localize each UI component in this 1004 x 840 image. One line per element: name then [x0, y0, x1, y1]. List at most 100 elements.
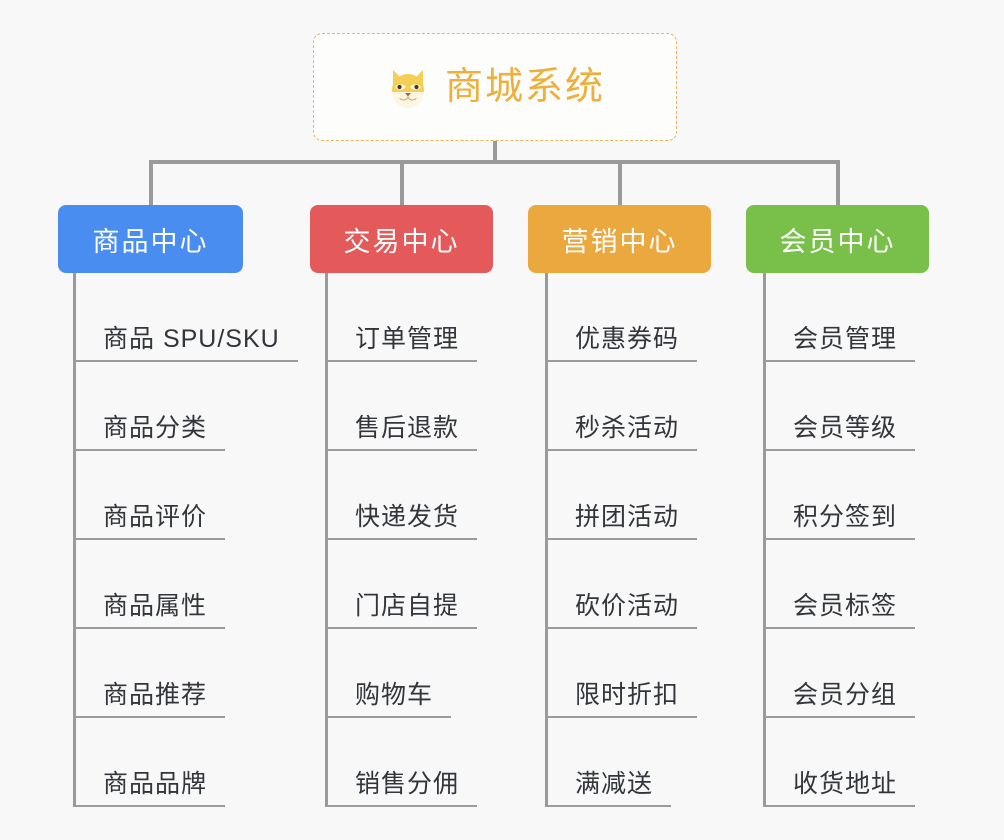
leaf-item-underline: 秒杀活动 — [545, 413, 698, 451]
leaf-item-label: 秒杀活动 — [575, 414, 680, 442]
leaf-item-label: 商品分类 — [103, 414, 208, 442]
leaf-item-underline: 积分签到 — [763, 502, 916, 540]
root-node[interactable]: 商城系统 — [313, 33, 677, 141]
leaf-item[interactable]: 商品评价 — [58, 451, 243, 540]
category-header-trade-center[interactable]: 交易中心 — [310, 205, 493, 273]
connector-horizontal-bus — [150, 160, 840, 164]
leaf-item-underline: 商品评价 — [73, 502, 226, 540]
leaf-item[interactable]: 售后退款 — [310, 362, 493, 451]
leaf-item[interactable]: 优惠券码 — [528, 273, 711, 362]
leaf-item-label: 购物车 — [355, 681, 434, 709]
leaf-item[interactable]: 拼团活动 — [528, 451, 711, 540]
leaf-item-label: 商品评价 — [103, 503, 208, 531]
leaf-item-underline: 会员分组 — [763, 680, 916, 718]
leaf-item[interactable]: 积分签到 — [746, 451, 929, 540]
leaf-item-label: 会员标签 — [793, 592, 898, 620]
connector-drop-member-center — [835, 160, 840, 205]
leaf-item-label: 商品属性 — [103, 592, 208, 620]
connector-spine-product-center — [73, 273, 76, 807]
leaf-list-marketing-center: 优惠券码秒杀活动拼团活动砍价活动限时折扣满减送 — [528, 273, 711, 807]
connector-drop-product-center — [148, 160, 153, 205]
leaf-item[interactable]: 会员分组 — [746, 629, 929, 718]
leaf-item-underline: 会员标签 — [763, 591, 916, 629]
leaf-item[interactable]: 快递发货 — [310, 451, 493, 540]
leaf-item-label: 商品 SPU/SKU — [103, 325, 280, 353]
category-header-label: 商品中心 — [92, 226, 209, 257]
leaf-item-label: 满减送 — [575, 770, 654, 798]
leaf-item[interactable]: 商品属性 — [58, 540, 243, 629]
connector-spine-marketing-center — [545, 273, 548, 807]
category-header-product-center[interactable]: 商品中心 — [58, 205, 243, 273]
leaf-item-underline: 销售分佣 — [325, 769, 478, 807]
leaf-item-underline: 拼团活动 — [545, 502, 698, 540]
connector-spine-member-center — [763, 273, 766, 807]
leaf-item[interactable]: 收货地址 — [746, 718, 929, 807]
leaf-item[interactable]: 会员等级 — [746, 362, 929, 451]
leaf-list-member-center: 会员管理会员等级积分签到会员标签会员分组收货地址 — [746, 273, 929, 807]
leaf-item[interactable]: 销售分佣 — [310, 718, 493, 807]
leaf-item[interactable]: 砍价活动 — [528, 540, 711, 629]
leaf-item-label: 订单管理 — [355, 325, 460, 353]
leaf-item[interactable]: 订单管理 — [310, 273, 493, 362]
leaf-item-underline: 商品 SPU/SKU — [73, 324, 298, 362]
leaf-item-label: 收货地址 — [793, 770, 898, 798]
leaf-item-underline: 满减送 — [545, 769, 672, 807]
leaf-item[interactable]: 秒杀活动 — [528, 362, 711, 451]
connector-root-stem — [493, 141, 497, 163]
leaf-item-label: 会员分组 — [793, 681, 898, 709]
leaf-item-underline: 砍价活动 — [545, 591, 698, 629]
leaf-item-label: 售后退款 — [355, 414, 460, 442]
leaf-item-underline: 收货地址 — [763, 769, 916, 807]
leaf-item-underline: 商品属性 — [73, 591, 226, 629]
leaf-item-underline: 售后退款 — [325, 413, 478, 451]
leaf-item[interactable]: 购物车 — [310, 629, 493, 718]
leaf-list-product-center: 商品 SPU/SKU 商品分类商品评价商品属性商品推荐商品品牌 — [58, 273, 298, 807]
leaf-item-underline: 限时折扣 — [545, 680, 698, 718]
leaf-item[interactable]: 门店自提 — [310, 540, 493, 629]
leaf-item[interactable]: 满减送 — [528, 718, 711, 807]
leaf-item[interactable]: 会员标签 — [746, 540, 929, 629]
leaf-item-label: 会员等级 — [793, 414, 898, 442]
leaf-item[interactable]: 限时折扣 — [528, 629, 711, 718]
column-trade-center: 交易中心订单管理售后退款快递发货门店自提购物车销售分佣 — [310, 205, 493, 807]
leaf-item-label: 门店自提 — [355, 592, 460, 620]
column-marketing-center: 营销中心优惠券码秒杀活动拼团活动砍价活动限时折扣满减送 — [528, 205, 711, 807]
category-header-label: 会员中心 — [779, 226, 896, 257]
leaf-item[interactable]: 商品推荐 — [58, 629, 243, 718]
leaf-item-underline: 门店自提 — [325, 591, 478, 629]
leaf-item-label: 积分签到 — [793, 503, 898, 531]
leaf-item[interactable]: 商品 SPU/SKU — [58, 273, 298, 362]
leaf-item-label: 优惠券码 — [575, 325, 680, 353]
leaf-item-label: 拼团活动 — [575, 503, 680, 531]
leaf-item-label: 砍价活动 — [575, 592, 680, 620]
root-title: 商城系统 — [444, 66, 605, 108]
category-header-label: 交易中心 — [343, 226, 460, 257]
category-header-marketing-center[interactable]: 营销中心 — [528, 205, 711, 273]
shiba-dog-face-icon — [385, 65, 431, 111]
column-member-center: 会员中心会员管理会员等级积分签到会员标签会员分组收货地址 — [746, 205, 929, 807]
leaf-item-label: 商品推荐 — [103, 681, 208, 709]
leaf-item-underline: 商品分类 — [73, 413, 226, 451]
category-header-label: 营销中心 — [561, 226, 678, 257]
leaf-item-label: 销售分佣 — [355, 770, 460, 798]
leaf-item[interactable]: 商品品牌 — [58, 718, 243, 807]
leaf-item[interactable]: 商品分类 — [58, 362, 243, 451]
leaf-item-underline: 会员管理 — [763, 324, 916, 362]
leaf-item-underline: 商品推荐 — [73, 680, 226, 718]
leaf-item[interactable]: 会员管理 — [746, 273, 929, 362]
leaf-item-label: 会员管理 — [793, 325, 898, 353]
leaf-item-label: 限时折扣 — [575, 681, 680, 709]
category-header-member-center[interactable]: 会员中心 — [746, 205, 929, 273]
leaf-item-label: 快递发货 — [355, 503, 460, 531]
leaf-list-trade-center: 订单管理售后退款快递发货门店自提购物车销售分佣 — [310, 273, 493, 807]
leaf-item-underline: 订单管理 — [325, 324, 478, 362]
connector-drop-marketing-center — [617, 160, 622, 205]
connector-spine-trade-center — [325, 273, 328, 807]
leaf-item-underline: 购物车 — [325, 680, 452, 718]
connector-drop-trade-center — [399, 160, 404, 205]
leaf-item-underline: 会员等级 — [763, 413, 916, 451]
leaf-item-underline: 商品品牌 — [73, 769, 226, 807]
leaf-item-underline: 优惠券码 — [545, 324, 698, 362]
leaf-item-underline: 快递发货 — [325, 502, 478, 540]
